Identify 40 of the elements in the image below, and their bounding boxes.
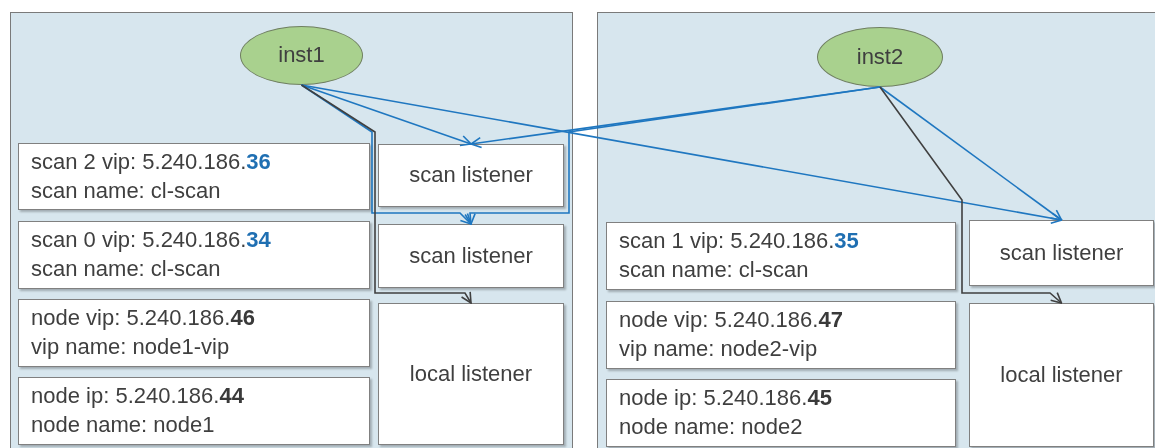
name-text: scan name: cl-scan [619, 256, 810, 284]
vip-address: scan 1 vip: 5.240.186.35 [619, 227, 860, 256]
address-box [606, 379, 956, 447]
vip-address: node ip: 5.240.186.44 [31, 382, 245, 411]
listener-box [378, 303, 564, 445]
instance-label: inst1 [278, 41, 325, 70]
arrow [879, 86, 1063, 304]
name-text: scan name: cl-scan [31, 255, 222, 283]
vip-address: node ip: 5.240.186.45 [619, 384, 833, 413]
listener-label: scan listener [409, 241, 533, 270]
name-text: vip name: node2-vip [619, 335, 819, 363]
name-text: scan name: cl-scan [31, 176, 222, 205]
vip-address: scan 0 vip: 5.240.186.34 [31, 226, 272, 255]
listener-label: scan listener [999, 238, 1124, 267]
arrow [879, 86, 1063, 221]
name-text: node name: node2 [619, 413, 804, 441]
instance-label: inst2 [856, 42, 904, 71]
address-box [606, 301, 956, 369]
address-box [18, 377, 370, 445]
listener-label: local listener [409, 359, 533, 388]
address-box [606, 222, 956, 290]
name-text: node name: node1 [31, 411, 216, 439]
arrow [300, 84, 472, 304]
arrow [464, 86, 881, 225]
address-box [18, 143, 370, 210]
arrow [300, 84, 1063, 224]
listener-label: local listener [1000, 360, 1123, 389]
listener-box [969, 303, 1154, 447]
listener-box [378, 144, 564, 207]
listener-label: scan listener [409, 161, 533, 190]
vip-address: node vip: 5.240.186.46 [31, 304, 256, 333]
vip-address: scan 2 vip: 5.240.186.36 [31, 147, 272, 176]
listener-box [378, 224, 564, 288]
address-box [18, 221, 370, 289]
vip-address: node vip: 5.240.186.47 [619, 306, 844, 335]
address-box [18, 299, 370, 367]
server-panel [597, 12, 1155, 448]
server-panel [10, 12, 573, 448]
name-text: vip name: node1-vip [31, 333, 231, 361]
listener-box [969, 220, 1154, 286]
